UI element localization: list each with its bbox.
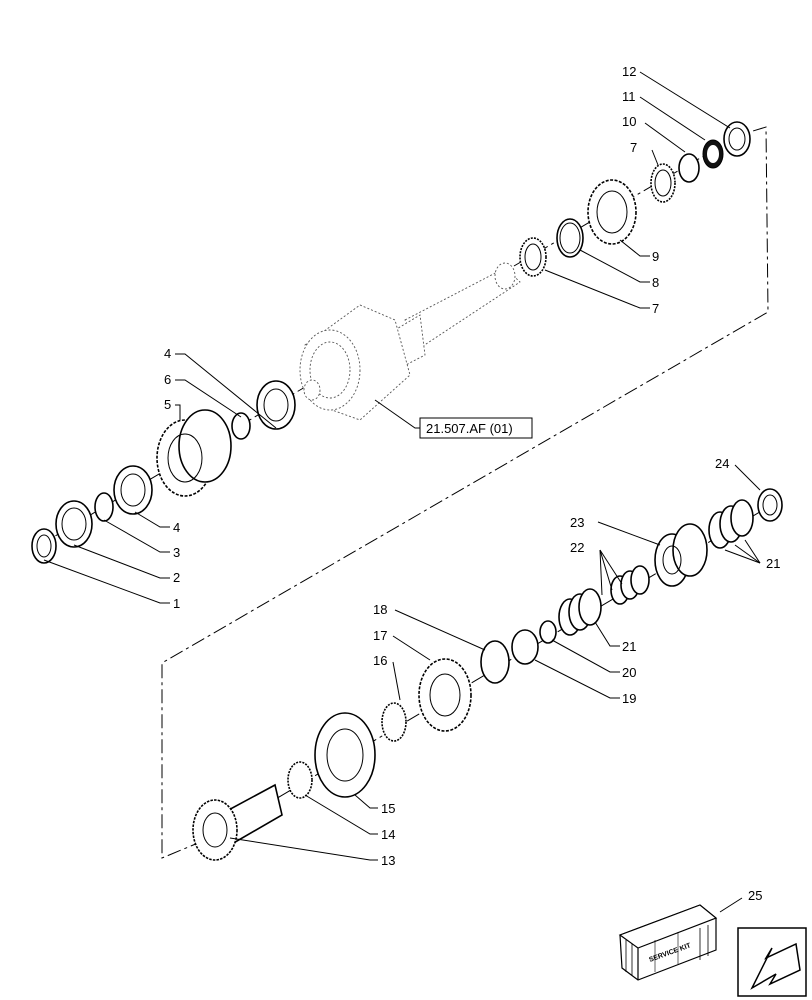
callout-21-lower: 21 [622,639,636,654]
part-8-spacer-ring [556,218,584,258]
callout-4-lower: 4 [173,520,180,535]
callout-24: 24 [715,456,729,471]
part-18-ring [480,640,510,684]
part-7-needle-bearing-left [519,237,547,277]
part-9-gear [587,179,637,245]
callout-25: 25 [748,888,762,903]
callout-7-lower: 7 [652,301,659,316]
cross-reference-label: 21.507.AF (01) [426,421,513,436]
callout-21-upper: 21 [766,556,780,571]
callout-12: 12 [622,64,636,79]
part-17-gear [418,658,472,732]
part-20-snap-ring [539,620,557,644]
part-16-needle-bearing [381,702,407,742]
part-22-plates [610,565,650,605]
part-6-snap-ring [231,412,251,440]
callout-4-upper: 4 [164,346,171,361]
part-24-seal [757,488,783,522]
assembly-axis-lines [39,126,781,859]
service-kit-crate-icon: SERVICE KIT [618,904,718,981]
part-10-ring [678,153,700,183]
arrow-down-left-icon[interactable] [737,927,807,997]
callout-17: 17 [373,628,387,643]
ghost-shaft-housing [299,262,521,421]
part-7-needle-bearing-right [650,163,676,203]
part-3-snap-ring [94,492,114,522]
part-5-gear [156,409,232,497]
callout-22: 22 [570,540,584,555]
callout-10: 10 [622,114,636,129]
callout-16: 16 [373,653,387,668]
callout-8: 8 [652,275,659,290]
callout-9: 9 [652,249,659,264]
callout-23: 23 [570,515,584,530]
callout-13: 13 [381,853,395,868]
part-23-clutch-pack [654,523,708,587]
callout-19: 19 [622,691,636,706]
leader-lines [43,71,761,913]
callout-7-upper: 7 [630,140,637,155]
callout-11: 11 [622,89,636,104]
callout-1: 1 [173,596,180,611]
callout-3: 3 [173,545,180,560]
part-13-shaft-gear [192,783,283,861]
part-4-bearing-upper [256,380,296,430]
part-4-bearing-lower [113,465,153,515]
part-15-synchronizer-hub [314,712,376,798]
part-14-needle-bearing [287,761,313,799]
part-19-spacer [511,629,539,665]
part-21-discs-upper [708,499,754,549]
callout-6: 6 [164,372,171,387]
part-12-seal [723,121,751,157]
cross-reference-box[interactable]: 21.507.AF (01) [419,417,533,439]
callout-15: 15 [381,801,395,816]
part-1-seal [31,528,57,564]
callout-14: 14 [381,827,395,842]
callout-2: 2 [173,570,180,585]
part-11-ring [702,139,724,169]
callout-20: 20 [622,665,636,680]
callout-5: 5 [164,397,171,412]
part-2-bearing [55,500,93,548]
callout-18: 18 [373,602,387,617]
part-21-discs-lower [558,588,602,636]
